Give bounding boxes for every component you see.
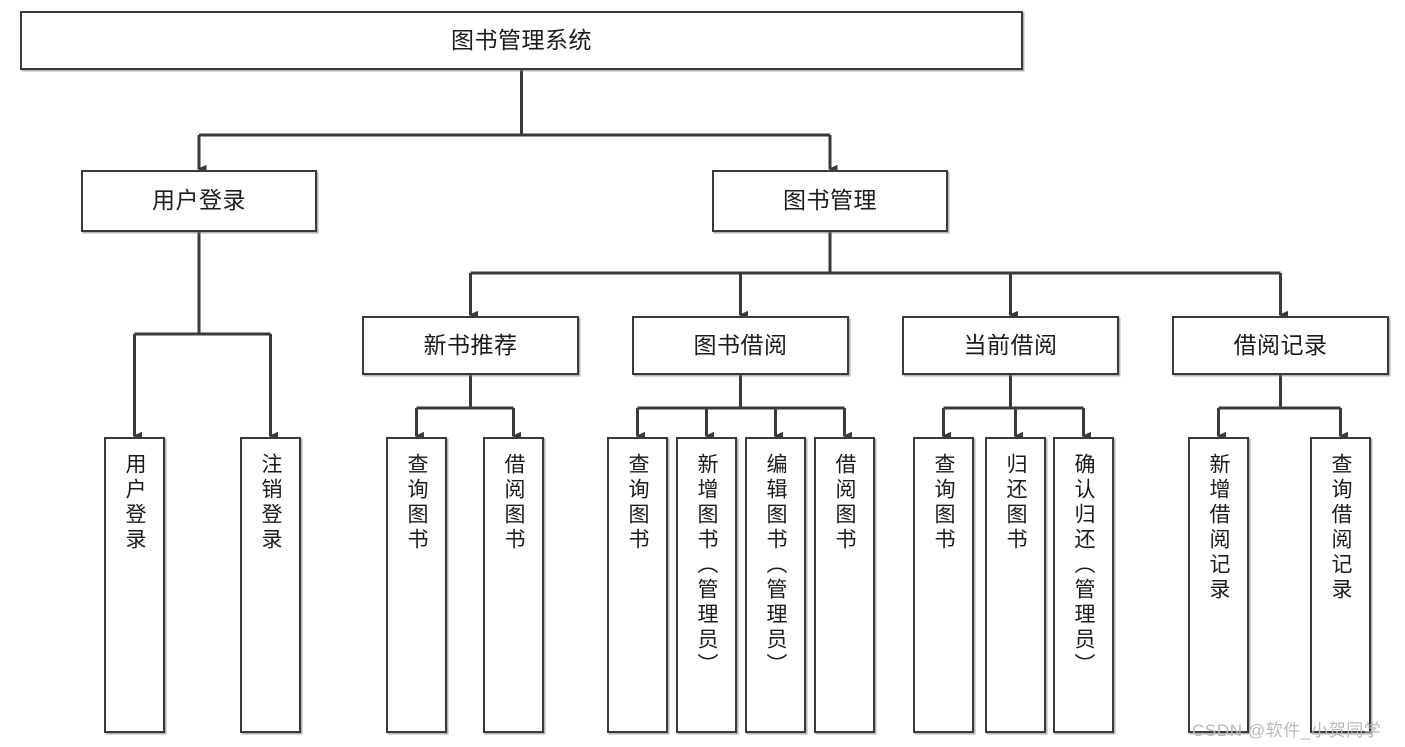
node-user-login[interactable]: 用户登录 — [81, 170, 317, 232]
node-label: 借阅图书 — [833, 453, 856, 553]
node-label: 借阅记录 — [1233, 331, 1328, 358]
node-label: 图书管理系统 — [451, 26, 592, 53]
node-label: 编辑图书（管理员） — [764, 453, 787, 678]
node-leaf-borrow-query[interactable]: 查询图书 — [607, 437, 668, 733]
node-label: 归还图书 — [1004, 453, 1027, 553]
node-label: 注销登录 — [259, 453, 282, 553]
node-borrow-record[interactable]: 借阅记录 — [1172, 316, 1389, 375]
node-label: 新增图书（管理员） — [695, 453, 718, 678]
node-leaf-borrow-lend[interactable]: 借阅图书 — [814, 437, 875, 733]
node-label: 新增借阅记录 — [1207, 453, 1230, 603]
node-leaf-user-login[interactable]: 用户登录 — [104, 437, 165, 733]
node-label: 查询图书 — [405, 453, 428, 553]
node-label: 新书推荐 — [423, 331, 518, 358]
csdn-watermark: CSDN @软件_小贺同学 — [1192, 721, 1382, 740]
node-new-book-rec[interactable]: 新书推荐 — [362, 316, 579, 375]
node-leaf-cur-confirm[interactable]: 确认归还（管理员） — [1053, 437, 1114, 733]
node-label: 借阅图书 — [502, 453, 525, 553]
node-leaf-rec-search[interactable]: 查询借阅记录 — [1310, 437, 1371, 733]
node-label: 确认归还（管理员） — [1072, 453, 1095, 678]
node-leaf-rec-add[interactable]: 新增借阅记录 — [1188, 437, 1249, 733]
node-book-manage[interactable]: 图书管理 — [712, 170, 948, 232]
node-label: 图书管理 — [783, 187, 877, 214]
node-leaf-cur-return[interactable]: 归还图书 — [985, 437, 1046, 733]
node-leaf-cur-query[interactable]: 查询图书 — [913, 437, 974, 733]
node-leaf-rec-borrow[interactable]: 借阅图书 — [483, 437, 544, 733]
node-label: 用户登录 — [152, 187, 246, 214]
node-label: 查询图书 — [932, 453, 955, 553]
node-current-borrow[interactable]: 当前借阅 — [902, 316, 1119, 375]
node-root[interactable]: 图书管理系统 — [20, 11, 1023, 70]
node-book-borrow[interactable]: 图书借阅 — [632, 316, 849, 375]
node-label: 查询借阅记录 — [1329, 453, 1352, 603]
node-label: 用户登录 — [123, 453, 146, 553]
node-leaf-rec-query[interactable]: 查询图书 — [386, 437, 447, 733]
node-leaf-borrow-add[interactable]: 新增图书（管理员） — [676, 437, 737, 733]
node-leaf-logout[interactable]: 注销登录 — [240, 437, 301, 733]
node-label: 当前借阅 — [963, 331, 1058, 358]
node-label: 查询图书 — [626, 453, 649, 553]
node-leaf-borrow-edit[interactable]: 编辑图书（管理员） — [745, 437, 806, 733]
node-label: 图书借阅 — [693, 331, 788, 358]
